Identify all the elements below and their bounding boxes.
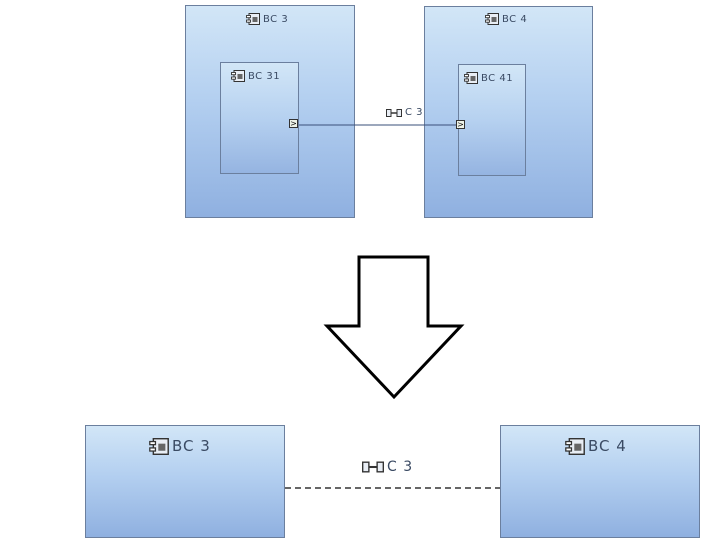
connector-icon	[362, 460, 384, 474]
connector-c3-label-before[interactable]: C 3	[386, 107, 423, 118]
component-bc3-after[interactable]: BC 3	[85, 425, 285, 538]
connector-c3-label-after[interactable]: C 3	[362, 459, 413, 475]
component-bc31-name: BC 31	[248, 70, 281, 82]
component-icon	[149, 438, 169, 455]
component-bc3-label: BC 3	[149, 437, 211, 455]
component-bc3-label: BC 3	[246, 13, 288, 25]
component-bc41-name: BC 41	[481, 72, 514, 84]
component-bc4-label: BC 4	[485, 13, 527, 25]
component-bc3-name: BC 3	[172, 437, 211, 455]
component-bc4-after[interactable]: BC 4	[500, 425, 700, 538]
component-bc31-label: BC 31	[231, 70, 280, 82]
component-bc4-label: BC 4	[565, 437, 627, 455]
component-icon	[565, 438, 585, 455]
port-icon[interactable]: >	[289, 119, 298, 128]
port-icon[interactable]: >	[456, 120, 465, 129]
component-bc4-name: BC 4	[502, 13, 528, 25]
down-arrow-icon	[323, 255, 465, 400]
component-bc3-before[interactable]: BC 3 BC 31	[185, 5, 355, 218]
connector-c3-name: C 3	[405, 107, 424, 118]
component-bc4-name: BC 4	[588, 437, 627, 455]
connector-icon	[386, 108, 402, 118]
component-bc3-name: BC 3	[263, 13, 289, 25]
component-bc31[interactable]: BC 31	[220, 62, 299, 174]
component-bc41-label: BC 41	[464, 72, 513, 84]
component-bc4-before[interactable]: BC 4 BC 41	[424, 6, 593, 218]
connector-c3-name: C 3	[387, 459, 414, 475]
